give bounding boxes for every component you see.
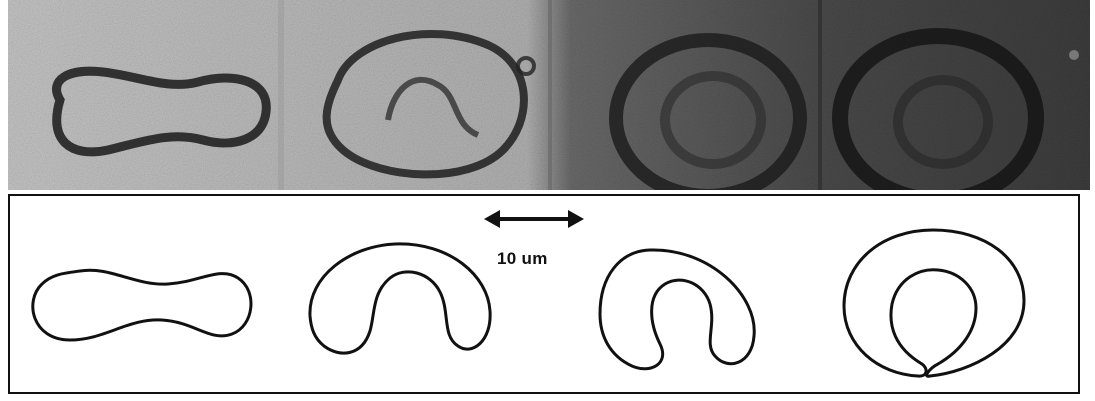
micrograph-svg bbox=[8, 0, 1090, 190]
stomatocyte-ring-shape bbox=[844, 230, 1024, 376]
micrograph-strip bbox=[8, 0, 1090, 190]
frame-seam bbox=[548, 0, 552, 190]
horseshoe-shape bbox=[600, 250, 754, 369]
shape-outline-svg bbox=[10, 196, 1078, 392]
frame-seam bbox=[818, 0, 822, 190]
arch-shape bbox=[310, 244, 490, 353]
scale-bar bbox=[484, 210, 584, 228]
dumbbell-shape bbox=[33, 270, 251, 340]
arrowhead-left-icon bbox=[484, 210, 500, 228]
arrowhead-right-icon bbox=[568, 210, 584, 228]
shape-outline-panel: 10 um bbox=[8, 194, 1080, 394]
frame-seam bbox=[278, 0, 284, 190]
scale-bar-label: 10 um bbox=[497, 249, 548, 269]
